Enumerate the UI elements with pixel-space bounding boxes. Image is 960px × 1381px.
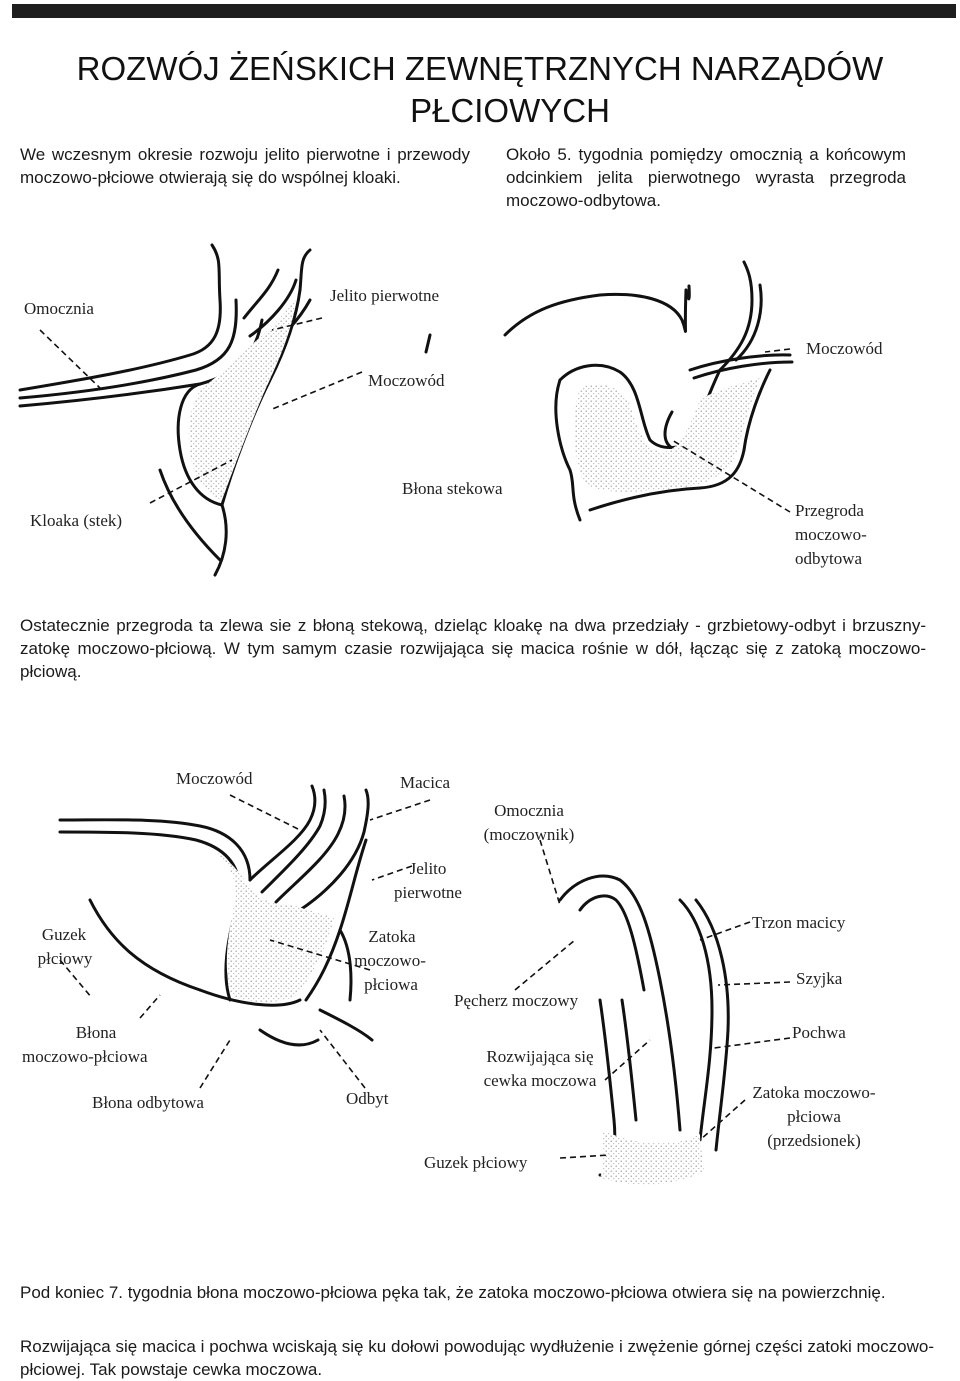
figure1-label-przegroda-line3: odbytowa [795, 549, 863, 568]
figure1-drawing [18, 243, 794, 577]
figure2-label-zatoka-line1: Zatoka [368, 927, 416, 946]
figure2-label-trzon: Trzon macicy [752, 913, 846, 932]
figure2-label-zatoka-r-line3: (przedsionek) [767, 1131, 861, 1150]
intro-right-paragraph: Około 5. tygodnia pomiędzy omocznią a ko… [506, 145, 906, 210]
figure2-right-embryo [558, 874, 730, 1182]
figure1-right-sinus-fill [574, 378, 760, 492]
figure2-label-odbyt: Odbyt [346, 1089, 389, 1108]
figure2-label-guzek-line1: Guzek [41, 925, 87, 944]
figure1-label-omocznia: Omocznia [24, 299, 94, 318]
intro-left-paragraph: We wczesnym okresie rozwoju jelito pierw… [20, 145, 470, 187]
figure2-label-rozwijajaca-line1: Rozwijająca się [486, 1047, 594, 1066]
figure2-pointer-lines [59, 794, 791, 1159]
page-title-line1: ROZWÓJ ŻEŃSKICH ZEWNĘTRZNYCH NARZĄDÓW [76, 50, 884, 88]
figure2-label-rozwijajaca-line2: cewka moczowa [483, 1071, 597, 1090]
figure2-label-zatoka-r-line2: płciowa [787, 1107, 841, 1126]
figure2-label-blona-mp-line2: moczowo-płciowa [22, 1047, 148, 1066]
page-title-line2: PŁCIOWYCH [410, 92, 610, 130]
figure2-label-blona-mp-line1: Błona [75, 1023, 117, 1042]
figure1-label-moczowod-right: Moczowód [806, 339, 883, 358]
figure2-label-moczowod: Moczowód [176, 769, 253, 788]
figure2-label-jelito-line1: Jelito [409, 859, 447, 878]
figure1-label-przegroda-line2: moczowo- [795, 525, 867, 544]
figure2-label-zatoka-r-line1: Zatoka moczowo- [752, 1083, 876, 1102]
figure2-label-guzek-plciowy: Guzek płciowy [424, 1153, 528, 1172]
bottom-paragraph-1: Pod koniec 7. tygodnia błona moczowo-płc… [20, 1283, 886, 1302]
figure2-label-zatoka-line3: płciowa [364, 975, 418, 994]
figure2-label-zatoka-line2: moczowo- [354, 951, 426, 970]
figure1-left-cloaca-fill [188, 300, 296, 500]
figure2-label-pecherz: Pęcherz moczowy [454, 991, 579, 1010]
figure1-label-moczowod-left: Moczowód [368, 371, 445, 390]
figure1-label-blona-stekowa: Błona stekowa [402, 479, 503, 498]
middle-paragraph: Ostatecznie przegroda ta zlewa sie z bło… [20, 616, 926, 681]
figure2-label-szyjka: Szyjka [796, 969, 843, 988]
figure2-label-blona-odbytowa: Błona odbytowa [92, 1093, 204, 1112]
figure2-label-omocznia-line2: (moczownik) [483, 825, 575, 844]
figure2-label-omocznia-line1: Omocznia [494, 801, 564, 820]
figure2-label-macica: Macica [400, 773, 451, 792]
figure1-label-kloaka: Kloaka (stek) [30, 511, 123, 530]
figure1-pointer-lines [39, 317, 791, 513]
figure1-label-jelito: Jelito pierwotne [330, 286, 440, 305]
figure1-label-przegroda-line1: Przegroda [795, 501, 864, 520]
top-border-bar [12, 4, 956, 18]
page-title: ROZWÓJ ŻEŃSKICH ZEWNĘTRZNYCH NARZĄDÓW PŁ… [0, 48, 960, 132]
figure2-label-guzek-line2: płciowy [37, 949, 93, 968]
figure2-right-vestibule-fill [600, 1130, 704, 1185]
figure2-label-jelito-line2: pierwotne [394, 883, 462, 902]
figure2-left-sinus-fill [196, 842, 334, 1002]
bottom-paragraph-2: Rozwijająca się macica i pochwa wciskają… [20, 1337, 934, 1379]
figure2-label-pochwa: Pochwa [792, 1023, 846, 1042]
